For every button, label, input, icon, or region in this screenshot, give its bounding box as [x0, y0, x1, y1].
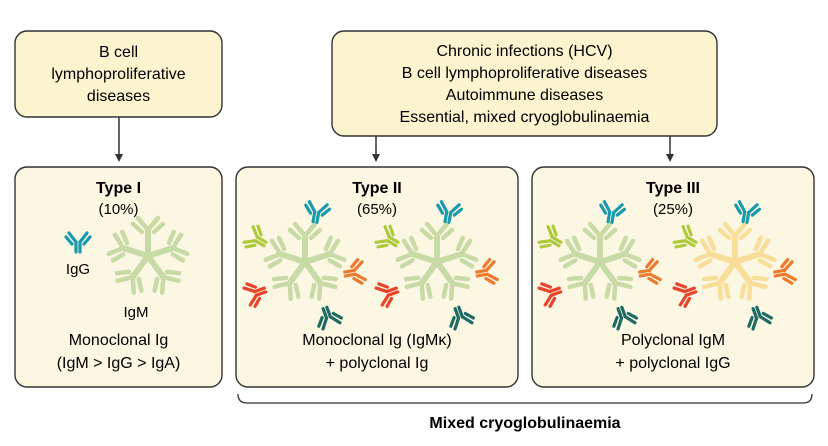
igg-label: IgG [66, 261, 90, 278]
type1-box: Type I (10%) IgG IgM Monoclonal Ig (IgM … [14, 166, 223, 388]
type2-desc-line-2: + polyclonal Ig [326, 355, 429, 372]
igg-icon [734, 200, 762, 224]
igm-pentamer [558, 221, 642, 301]
igm-pentamer [693, 221, 777, 301]
top-right-line-3: Autoimmune diseases [446, 87, 603, 104]
igg-icon [638, 257, 662, 285]
mixed-bracket [237, 393, 813, 404]
igg-icon [343, 257, 367, 285]
type2-percent: (65%) [357, 201, 397, 218]
igm-complex-icon [672, 200, 797, 331]
igg-icon [475, 257, 499, 285]
igm-pentamer [395, 221, 479, 301]
type2-box: Type II (65%) Monoclonal Ig (IgMκ) + pol… [235, 166, 519, 388]
igm-label: IgM [123, 304, 148, 321]
type1-desc-line-1: Monoclonal Ig [69, 332, 169, 349]
igm-complex-icon [537, 200, 662, 331]
type1-percent: (10%) [98, 201, 138, 218]
igm-pentamer-icon [106, 215, 190, 295]
igg-icon [449, 305, 476, 331]
type3-desc-line-1: Polyclonal IgM [621, 332, 725, 349]
top-left-cause-box: B cell lymphoproliferative diseases [14, 30, 223, 118]
top-left-line-2: lymphoproliferative [51, 66, 185, 83]
igg-icon [537, 224, 563, 249]
type3-percent: (25%) [653, 201, 693, 218]
igg-antibody-icon [64, 231, 92, 254]
top-left-line-1: B cell [99, 44, 138, 61]
igm-complex-icon [242, 200, 367, 331]
igg-icon [747, 305, 774, 331]
type1-desc-line-2: (IgM > IgG > IgA) [57, 355, 181, 372]
type2-desc-line-1: Monoclonal Ig (IgMκ) [302, 332, 451, 349]
igg-icon [374, 282, 400, 309]
type1-title: Type I [96, 180, 141, 197]
igg-icon [537, 282, 563, 309]
igg-icon [672, 282, 698, 309]
top-right-line-2: B cell lymphoproliferative diseases [402, 65, 647, 82]
bracket-label: Mixed cryoglobulinaemia [429, 415, 620, 432]
type3-title: Type III [646, 180, 700, 197]
igm-complex-icon [374, 200, 499, 331]
type3-desc-line-2: + polyclonal IgG [615, 355, 730, 372]
igg-icon [242, 282, 268, 309]
top-right-line-1: Chronic infections (HCV) [436, 43, 612, 60]
igg-icon [242, 224, 268, 249]
igg-icon [64, 231, 92, 254]
igg-icon [304, 200, 332, 224]
igg-icon [374, 224, 400, 249]
igm-pentamer [263, 221, 347, 301]
igg-icon [317, 305, 344, 331]
type2-title: Type II [352, 180, 402, 197]
igm-pentamer [106, 215, 190, 295]
igg-icon [436, 200, 464, 224]
top-left-line-3: diseases [87, 88, 150, 105]
igg-icon [612, 305, 639, 331]
type3-box: Type III (25%) Polyclonal IgM + polyclon… [531, 166, 815, 388]
igg-icon [599, 200, 627, 224]
top-right-cause-box: Chronic infections (HCV) B cell lymphopr… [331, 30, 718, 137]
igg-icon [773, 257, 797, 285]
igg-icon [672, 224, 698, 249]
top-right-line-4: Essential, mixed cryoglobulinaemia [400, 109, 650, 126]
